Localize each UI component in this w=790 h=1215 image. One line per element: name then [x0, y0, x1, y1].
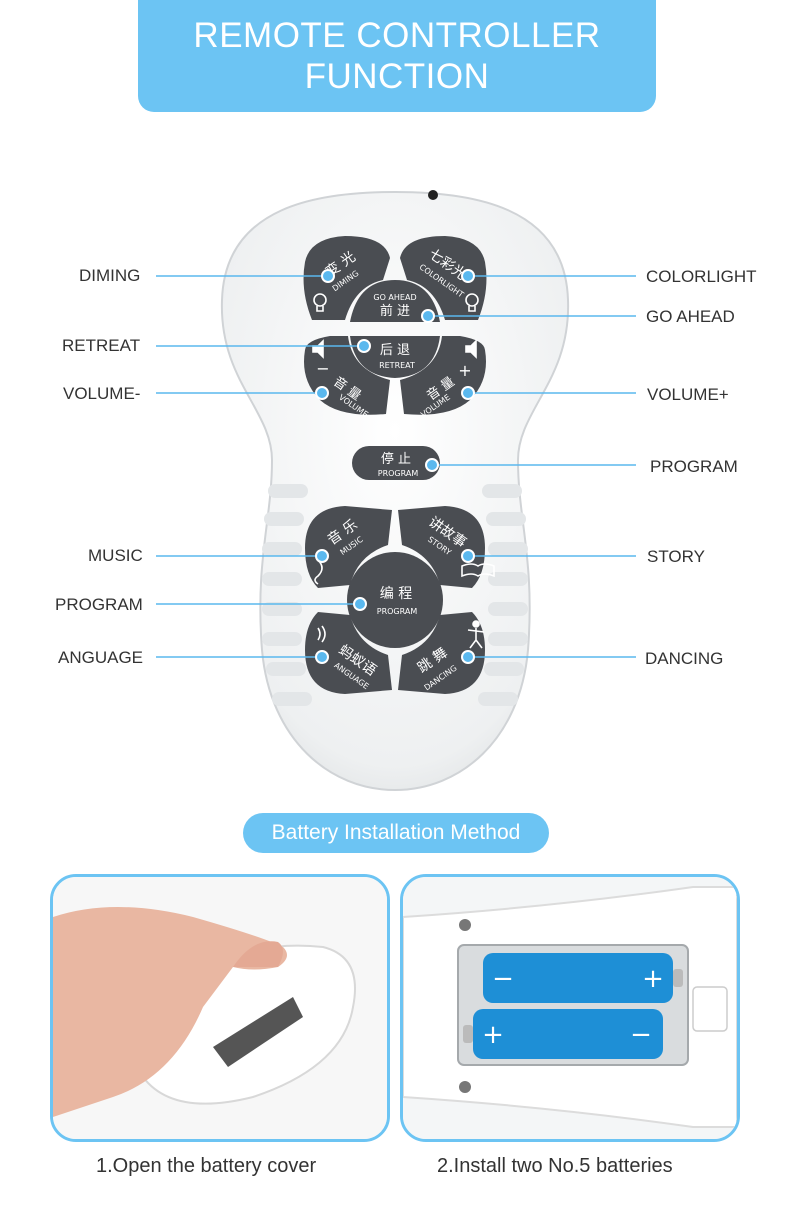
battery-heading: Battery Installation Method [243, 813, 549, 853]
screw-top [459, 919, 471, 931]
screw-bottom [459, 1081, 471, 1093]
label-story: STORY [647, 547, 705, 566]
label-volume-minus: VOLUME- [63, 384, 141, 403]
title-banner: REMOTE CONTROLLER FUNCTION [138, 0, 656, 112]
label-diming: DIMING [79, 266, 141, 285]
label-colorlight: COLORLIGHT [646, 267, 757, 286]
side-switch [692, 986, 728, 1032]
label-volume-plus: VOLUME+ [647, 385, 729, 404]
dancing-button [398, 612, 485, 694]
caption-step-1: 1.Open the battery cover [96, 1155, 317, 1177]
caption-step-2: 2.Install two No.5 batteries [437, 1155, 673, 1177]
language-button [305, 612, 392, 694]
bulb-icon [313, 293, 327, 307]
speaker-right-icon [465, 339, 477, 359]
stop-button [352, 446, 440, 480]
stop-en: PROGRAM [378, 469, 419, 478]
leader-dots [315, 269, 475, 664]
battery-slot [213, 997, 303, 1067]
colorlight-button [400, 236, 487, 320]
retreat-button [350, 336, 440, 378]
title-line-2: FUNCTION [304, 57, 490, 96]
colorlight-bulb-icon [465, 293, 479, 307]
go-ahead-cn: 前 进 [380, 303, 410, 319]
battery-top-plus: + [642, 964, 664, 994]
panel-install-batteries: − + + − [400, 874, 740, 1142]
panel-open-cover [50, 874, 390, 1142]
program-cn: 编 程 [380, 586, 412, 602]
battery-bottom [473, 1009, 663, 1059]
grip-ridges [262, 484, 528, 706]
retreat-en: RETREAT [379, 361, 415, 370]
stop-cn: 停 止 [381, 451, 411, 467]
thumb [233, 941, 283, 967]
battery-bottom-plus: + [482, 1020, 504, 1050]
remote-illustration: 变 光 DIMING 七彩光 COLORLIGHT GO AHEAD 前 进 后… [156, 190, 636, 792]
retreat-cn: 后 退 [380, 343, 410, 358]
label-dancing: DANCING [645, 649, 724, 668]
program-en: PROGRAM [377, 607, 418, 616]
story-button [398, 506, 485, 588]
music-button [305, 506, 392, 588]
battery-top [483, 953, 673, 1003]
volume-minus-sign: − [316, 359, 329, 378]
go-ahead-button [350, 280, 440, 322]
dancer-icon [472, 620, 480, 628]
label-language: ANGUAGE [58, 648, 144, 667]
ant-icon [317, 625, 326, 643]
open-cover-illustration [53, 877, 387, 1139]
program-button [347, 552, 443, 648]
treble-clef-icon [314, 559, 323, 585]
label-program-right: PROGRAM [650, 457, 738, 476]
book-icon [461, 563, 495, 578]
title-line-1: REMOTE CONTROLLER [193, 16, 601, 55]
label-retreat: RETREAT [62, 336, 141, 355]
leader-lines [156, 275, 636, 658]
battery-bottom-minus: − [630, 1020, 652, 1050]
hand [53, 907, 287, 1117]
go-ahead-en: GO AHEAD [373, 293, 416, 302]
battery-top-minus: − [492, 964, 514, 994]
label-go-ahead: GO AHEAD [646, 307, 735, 326]
batteries-illustration: − + + − [403, 877, 737, 1139]
label-program-left: PROGRAM [55, 595, 143, 614]
label-music: MUSIC [88, 546, 143, 565]
volume-plus-sign: + [458, 361, 471, 380]
ir-led [428, 190, 438, 200]
